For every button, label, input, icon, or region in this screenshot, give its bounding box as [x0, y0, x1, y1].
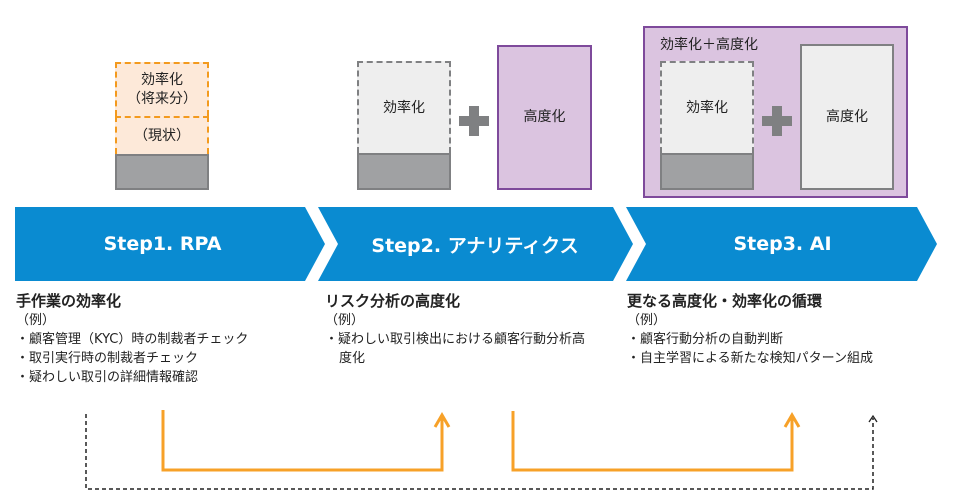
arrowhead-icon	[433, 412, 451, 428]
step1-band-label: Step1. RPA	[103, 233, 222, 255]
plus-icon	[762, 106, 792, 136]
step3-advancement-label: 高度化	[826, 108, 868, 125]
step2-to-step3-arrow	[511, 411, 794, 472]
step1-heading: 手作業の効率化	[16, 292, 122, 310]
step1-future-efficiency-box: 効率化 （将来分）	[115, 62, 209, 116]
list-item: 顧客行動分析の自動判断	[627, 330, 947, 349]
list-item: 自主学習による新たな検知パターン組成	[627, 349, 947, 368]
step1-example-list: 顧客管理（KYC）時の制裁者チェック 取引実行時の制裁者チェック 疑わしい取引の…	[16, 330, 306, 387]
list-item: 取引実行時の制裁者チェック	[16, 349, 306, 368]
step2-efficiency-label: 効率化	[383, 99, 425, 116]
step1-example-label: （例）	[16, 313, 56, 328]
arrowhead-icon	[783, 412, 801, 428]
step3-base-block	[660, 153, 754, 190]
step1-base-block	[115, 154, 209, 190]
step2-efficiency-box: 効率化	[357, 61, 451, 153]
loop-dashed-arrow	[85, 414, 874, 490]
flow-arrows	[85, 410, 878, 490]
step2-advancement-label: 高度化	[523, 109, 566, 126]
step2-band-label: Step2. アナリティクス	[371, 234, 579, 257]
step2-chevron	[318, 207, 633, 281]
step3-advancement-box: 高度化	[800, 44, 894, 190]
plus-icon	[459, 106, 489, 136]
step3-efficiency-box: 効率化	[660, 61, 754, 153]
step1-description: 手作業の効率化 （例） 顧客管理（KYC）時の制裁者チェック 取引実行時の制裁者…	[16, 291, 306, 387]
step1-chevron	[15, 207, 325, 281]
step3-chevron	[626, 207, 937, 281]
step2-example-list: 疑わしい取引検出における顧客行動分析高度化	[325, 330, 597, 368]
step1-future-label-line2: （将来分）	[127, 91, 197, 107]
list-item: 顧客管理（KYC）時の制裁者チェック	[16, 330, 306, 349]
step3-example-label: （例）	[627, 313, 667, 328]
step1-current-box: （現状）	[115, 116, 209, 154]
list-item: 疑わしい取引の詳細情報確認	[16, 368, 306, 387]
step3-description: 更なる高度化・効率化の循環 （例） 顧客行動分析の自動判断 自主学習による新たな…	[627, 291, 947, 368]
step3-group-title: 効率化＋高度化	[660, 37, 758, 53]
step1-future-label-line1: 効率化	[141, 72, 183, 89]
step3-example-list: 顧客行動分析の自動判断 自主学習による新たな検知パターン組成	[627, 330, 947, 368]
list-item: 疑わしい取引検出における顧客行動分析高度化	[325, 330, 597, 368]
step1-current-label: （現状）	[134, 127, 190, 144]
step3-efficiency-label: 効率化	[686, 99, 728, 116]
loop-dashed-arrowhead-icon	[868, 414, 878, 423]
step3-band-label: Step3. AI	[733, 233, 832, 255]
step2-example-label: （例）	[325, 313, 365, 328]
step2-heading: リスク分析の高度化	[325, 292, 461, 310]
step2-advancement-box: 高度化	[497, 45, 592, 190]
step-band	[15, 207, 937, 281]
step2-description: リスク分析の高度化 （例） 疑わしい取引検出における顧客行動分析高度化	[325, 291, 597, 368]
step1-to-step2-arrow	[161, 410, 444, 472]
step3-heading: 更なる高度化・効率化の循環	[627, 292, 823, 310]
step2-base-block	[357, 153, 451, 190]
